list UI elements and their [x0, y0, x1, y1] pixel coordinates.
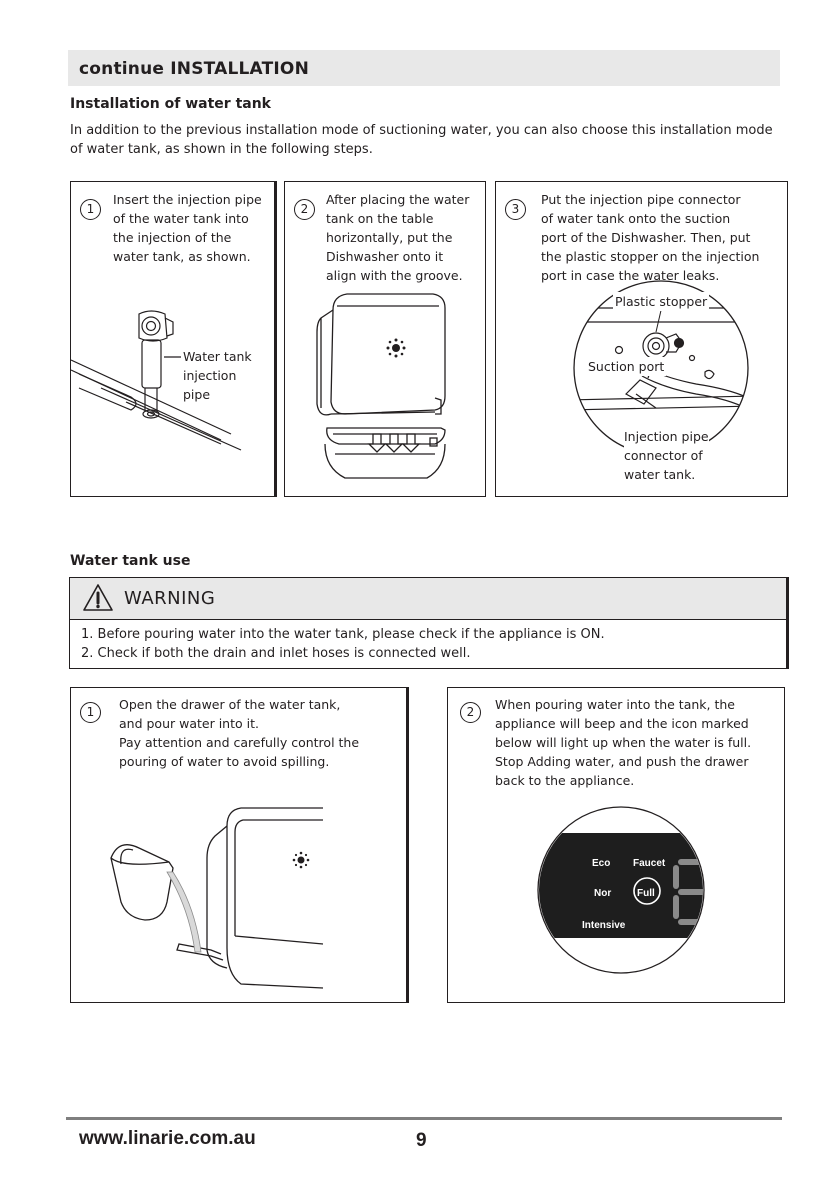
- pouring-water-illustration: [110, 807, 324, 989]
- warning-item: 1. Before pouring water into the water t…: [81, 627, 605, 642]
- label-plastic-stopper: Plastic stopper: [613, 292, 710, 311]
- step-text-line: Pay attention and carefully control the: [119, 735, 360, 750]
- step-number: 1: [80, 702, 101, 723]
- use-step-1-box: 1 Open the drawer of the water tank, and…: [70, 687, 407, 1003]
- step-text-line: the injection of the: [113, 230, 232, 245]
- step-text-line: water tank, as shown.: [113, 249, 251, 264]
- step-text-line: Stop Adding water, and push the drawer: [495, 754, 749, 769]
- step-text-line: align with the groove.: [326, 268, 463, 283]
- appliance-logo-icon: [292, 851, 310, 869]
- injection-pipe-illustration: [71, 310, 242, 451]
- step-text-line: Put the injection pipe connector: [541, 192, 741, 207]
- panel-nor-label: Nor: [594, 888, 612, 899]
- install-step-1-box: 1 Insert the injection pipe of the water…: [70, 181, 275, 497]
- panel-full-label: Full: [637, 888, 655, 899]
- panel-faucet-label: Faucet: [633, 858, 666, 869]
- dishwasher-on-tank-illustration: [316, 293, 446, 479]
- label-line: injection: [183, 368, 237, 383]
- step-text-line: below will light up when the water is fu…: [495, 735, 752, 750]
- section-title-bar: continue INSTALLATION: [68, 50, 780, 86]
- step-text-line: appliance will beep and the icon marked: [495, 716, 749, 731]
- warning-title: WARNING: [124, 588, 216, 609]
- step-number: 3: [505, 199, 526, 220]
- label-suction-port: Suction port: [586, 357, 667, 376]
- step-text-line: port in case the water leaks.: [541, 268, 720, 283]
- step-text-line: horizontally, put the: [326, 230, 453, 245]
- label-line: connector of: [624, 448, 703, 463]
- step-text-line: the plastic stopper on the injection: [541, 249, 760, 264]
- step-number: 2: [460, 702, 481, 723]
- step-text-line: port of the Dishwasher. Then, put: [541, 230, 751, 245]
- step-text-line: Dishwasher onto it: [326, 249, 444, 264]
- step-text-line: When pouring water into the tank, the: [495, 697, 735, 712]
- step-text-line: pouring of water to avoid spilling.: [119, 754, 330, 769]
- appliance-logo-icon: [386, 338, 406, 358]
- warning-header: WARNING: [70, 578, 786, 620]
- water-tank-use-heading: Water tank use: [70, 553, 191, 569]
- installation-intro: In addition to the previous installation…: [70, 123, 773, 157]
- footer-url: www.linarie.com.au: [79, 1128, 256, 1149]
- step-text-line: back to the appliance.: [495, 773, 635, 788]
- panel-intensive-label: Intensive: [582, 920, 626, 931]
- warning-box: WARNING 1. Before pouring water into the…: [69, 577, 787, 669]
- use-step-2-box: 2 When pouring water into the tank, the …: [447, 687, 785, 1003]
- label-line: Water tank: [183, 349, 252, 364]
- label-line: pipe: [183, 387, 211, 402]
- install-step-2-box: 2 After placing the water tank on the ta…: [284, 181, 486, 497]
- step-text-line: of water tank onto the suction: [541, 211, 731, 226]
- step-text-line: and pour water into it.: [119, 716, 259, 731]
- panel-eco-label: Eco: [592, 858, 611, 869]
- step-number: 1: [80, 199, 101, 220]
- step-text-line: After placing the water: [326, 192, 470, 207]
- install-step-3-box: 3 Put the injection pipe connector of wa…: [495, 181, 788, 497]
- footer-rule: [66, 1117, 782, 1120]
- label-line: Injection pipe: [624, 429, 709, 444]
- step-text-line: tank on the table: [326, 211, 434, 226]
- warning-triangle-icon: [83, 584, 113, 611]
- step-text-line: Insert the injection pipe: [113, 192, 262, 207]
- full-indicator-ring: [633, 877, 661, 905]
- control-panel-illustration: [537, 806, 705, 974]
- label-line: water tank.: [624, 467, 696, 482]
- warning-item: 2. Check if both the drain and inlet hos…: [81, 646, 471, 661]
- section-title: continue INSTALLATION: [79, 59, 309, 79]
- step-number: 2: [294, 199, 315, 220]
- step-text-line: of the water tank into: [113, 211, 249, 226]
- step-text-line: Open the drawer of the water tank,: [119, 697, 341, 712]
- installation-heading: Installation of water tank: [70, 96, 271, 112]
- page-number: 9: [416, 1130, 427, 1151]
